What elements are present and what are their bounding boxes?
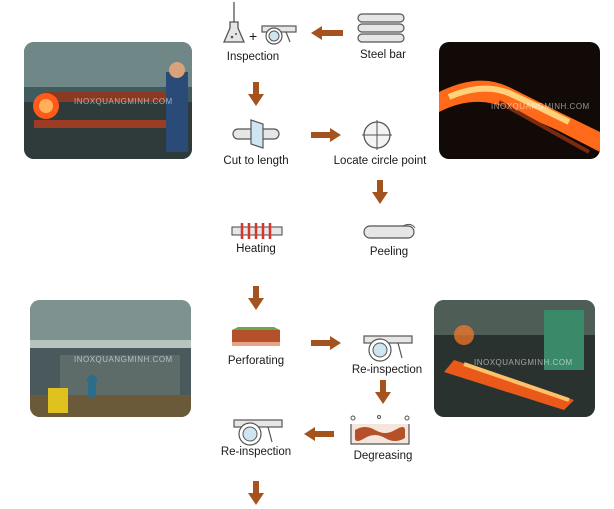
arrow-left bbox=[311, 26, 343, 40]
peeling-pipe-icon bbox=[363, 223, 416, 239]
cut-pipe-icon bbox=[232, 119, 280, 149]
inspection-gauge-icon bbox=[261, 25, 297, 45]
photo-watermark: INOXQUANGMINH.COM bbox=[491, 102, 590, 111]
arrow-right bbox=[311, 336, 341, 350]
heating-coil-icon bbox=[231, 223, 283, 239]
arrow-down bbox=[248, 82, 264, 106]
inspection-gauge-icon bbox=[363, 335, 413, 362]
label-cut-to-length: Cut to length bbox=[223, 155, 289, 167]
degreasing-bath-icon bbox=[350, 415, 410, 445]
arrow-left bbox=[304, 427, 334, 441]
label-steel-bar: Steel bar bbox=[359, 49, 407, 61]
crosshair-circle-icon bbox=[362, 120, 392, 150]
label-perforating: Perforating bbox=[227, 355, 285, 367]
label-re-inspection-2: Re-inspection bbox=[220, 446, 292, 458]
photo-watermark: INOXQUANGMINH.COM bbox=[74, 97, 173, 106]
arrow-down bbox=[375, 380, 391, 404]
factory-photo-mid-left: INOXQUANGMINH.COM bbox=[30, 300, 191, 417]
forging-photo-top-right: INOXQUANGMINH.COM bbox=[439, 42, 600, 159]
steel-bar-stack-icon bbox=[357, 13, 405, 43]
label-peeling: Peeling bbox=[369, 246, 409, 258]
photo-watermark: INOXQUANGMINH.COM bbox=[74, 355, 173, 364]
arrow-down bbox=[372, 180, 388, 204]
arrow-down bbox=[248, 286, 264, 310]
flask-icon bbox=[223, 2, 245, 43]
label-locate-circle-point: Locate circle point bbox=[333, 155, 427, 167]
label-inspection: Inspection bbox=[226, 51, 280, 63]
factory-photo-top-left: INOXQUANGMINH.COM bbox=[24, 42, 192, 159]
inspection-gauge-icon bbox=[233, 419, 283, 446]
label-re-inspection-1: Re-inspection bbox=[351, 364, 423, 376]
arrow-right bbox=[311, 128, 341, 142]
perforating-billet-icon bbox=[232, 327, 280, 346]
plus-sign: + bbox=[249, 28, 258, 44]
photo-watermark: INOXQUANGMINH.COM bbox=[474, 358, 573, 367]
label-degreasing: Degreasing bbox=[353, 450, 413, 462]
label-heating: Heating bbox=[236, 243, 276, 255]
perforating-photo-mid-right: INOXQUANGMINH.COM bbox=[434, 300, 595, 417]
arrow-down bbox=[248, 481, 264, 505]
